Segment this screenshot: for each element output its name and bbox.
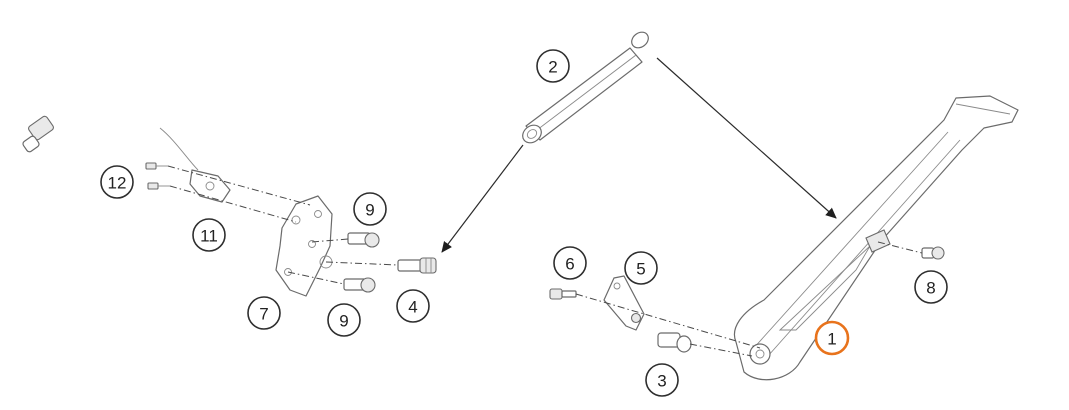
callout-4[interactable]: 4: [396, 289, 430, 323]
callout-7[interactable]: 7: [247, 296, 281, 330]
pin-4-part: [397, 257, 437, 274]
callout-9-lower[interactable]: 9: [327, 303, 361, 337]
bushing-3-part: [657, 332, 692, 353]
callout-6[interactable]: 6: [553, 246, 587, 280]
nut-8-part: [921, 246, 945, 260]
callout-11[interactable]: 11: [192, 218, 226, 252]
bolt-9-parts: [343, 232, 380, 293]
svg-text:11: 11: [200, 227, 218, 246]
svg-text:2: 2: [548, 58, 557, 77]
svg-text:9: 9: [339, 312, 348, 331]
assembly-centerlines: [167, 165, 923, 357]
arrow-spring-to-pin: [441, 144, 524, 253]
svg-text:5: 5: [636, 260, 645, 279]
svg-text:4: 4: [408, 298, 417, 317]
callout-2[interactable]: 2: [536, 49, 570, 83]
side-stand-part: [733, 95, 1019, 381]
callout-8[interactable]: 8: [914, 270, 948, 304]
plate-5-part: [603, 275, 645, 331]
callouts: 1 2 3 4 5 6 7 8: [100, 49, 948, 397]
svg-text:6: 6: [565, 255, 574, 274]
spring-part: [522, 31, 649, 144]
callout-12[interactable]: 12: [100, 165, 134, 199]
arrow-spring-to-stand: [656, 57, 837, 219]
callout-1[interactable]: 1: [814, 320, 850, 356]
bracket-plate-part: [275, 195, 333, 297]
assembly-arrows: [441, 57, 837, 253]
screw-6-part: [549, 288, 577, 300]
screw-12-parts: [145, 162, 170, 190]
sensor-cable-part: [22, 100, 231, 203]
callout-5[interactable]: 5: [624, 251, 658, 285]
svg-text:12: 12: [108, 174, 127, 193]
svg-text:1: 1: [827, 330, 836, 349]
svg-text:7: 7: [259, 305, 268, 324]
callout-3[interactable]: 3: [645, 363, 679, 397]
svg-text:3: 3: [657, 372, 666, 391]
svg-text:8: 8: [926, 279, 935, 298]
svg-text:9: 9: [365, 201, 374, 220]
callout-9-upper[interactable]: 9: [353, 192, 387, 226]
